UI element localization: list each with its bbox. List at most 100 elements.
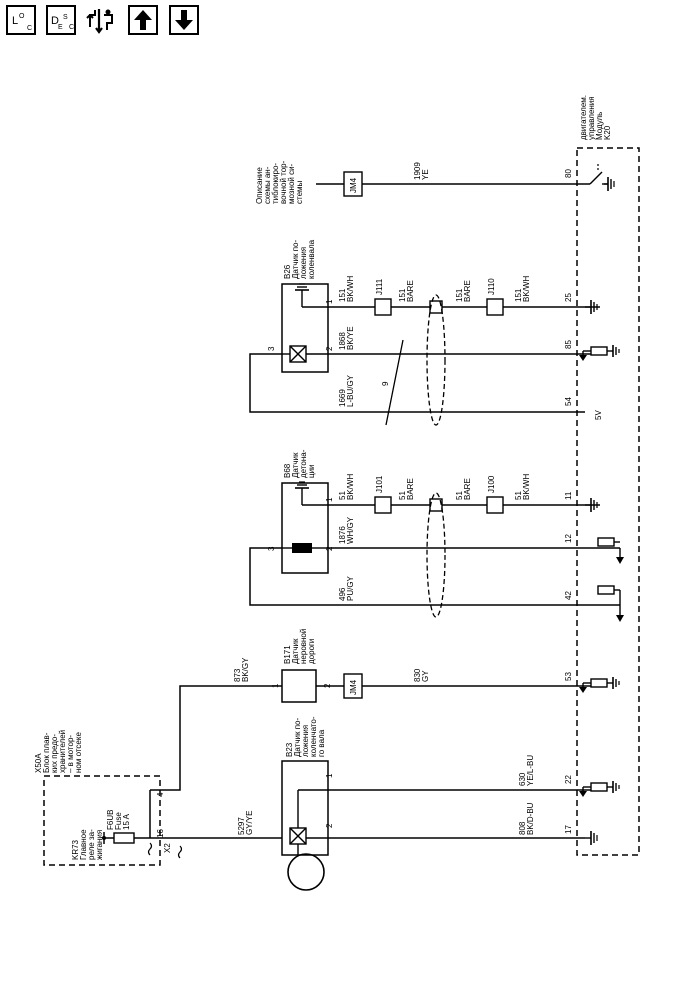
- toolbar: L O C D E S C: [0, 0, 260, 42]
- k20-pin-85-signal-symbol: [578, 344, 620, 362]
- wire-151b-number: 151: [398, 288, 407, 302]
- b23-pin-2: 2: [325, 823, 334, 828]
- j110-splice: [486, 298, 504, 316]
- wire-808-number: 808: [518, 821, 527, 835]
- b68-cable-shield: [426, 492, 446, 618]
- wire-151d-number: 151: [514, 288, 523, 302]
- j110-label: J110: [487, 278, 496, 295]
- wire-873-number: 873: [233, 668, 242, 682]
- location-button-label-o: O: [19, 13, 25, 20]
- j100-splice: [486, 496, 504, 514]
- wire-1669-number: 1669: [338, 389, 347, 407]
- wire-630-number: 630: [518, 772, 527, 786]
- b68-label: B68 Датчик детона- ции: [283, 449, 316, 478]
- location-button-label-c: C: [27, 25, 33, 32]
- wire-151d-color: BK/WH: [522, 276, 531, 302]
- wire-151a-color: BK/WH: [346, 276, 355, 302]
- wire-51-label-c: 51 BARE: [455, 478, 472, 500]
- b26-cable-shield: [426, 294, 446, 426]
- k20-module-label: K20 Модуль управления двигателем.: [579, 95, 612, 140]
- abs-desc-line-2: схемы ан-: [263, 166, 272, 204]
- x50a-fuse-block-outline: [43, 775, 161, 866]
- k20-label-line-2: Модуль: [595, 112, 604, 140]
- wire-51b-number: 51: [398, 491, 407, 500]
- k20-pin-80-switch: [589, 171, 603, 185]
- b171-label-line-3: неровной: [299, 629, 308, 664]
- wire-1909-number: 1909: [413, 162, 422, 180]
- b26-pin-1: 1: [325, 299, 334, 304]
- b26-pin-3: 3: [267, 346, 276, 351]
- wire-630-color: YE/L-BU: [526, 755, 535, 786]
- j101-label: J101: [375, 475, 384, 493]
- b23-label-line-3: ложения: [301, 725, 310, 757]
- f6ub-fuse-label: F6UB Fuse 15 A: [106, 810, 131, 830]
- page-up-button[interactable]: [128, 5, 158, 35]
- wire-1876-number: 1876: [338, 526, 347, 544]
- wire-151-label-b: 151 BARE: [398, 280, 415, 302]
- wire-51-label-d: 51 BK/WH: [514, 474, 531, 500]
- k20-pin-53-signal-symbol: [578, 676, 620, 694]
- k20-pin-22-signal-symbol: [578, 780, 620, 798]
- b23-reluctor-wheel: [287, 853, 325, 891]
- x50a-pin-16: 16: [156, 829, 165, 838]
- b23-label-line-1: B23: [285, 742, 294, 757]
- abs-desc-line-1: Описание: [255, 167, 264, 204]
- b171-label-line-4: дороги: [307, 639, 316, 664]
- wire-51c-color: BARE: [463, 478, 472, 500]
- b23-label-line-2: Датчик по-: [293, 718, 302, 757]
- b23-pin-1: 1: [325, 773, 334, 778]
- wire-51-label-a: 51 BK/WH: [338, 474, 355, 500]
- wire-630-label: 630 YE/L-BU: [518, 755, 535, 786]
- b68-label-line-3: детона-: [299, 449, 308, 478]
- abs-desc-line-3: тиблокиро-: [271, 163, 280, 204]
- wire-1868-color: BK/YE: [346, 326, 355, 350]
- x50a-label: X50A Блок плав- ких предо- хранителей – …: [34, 730, 83, 773]
- b68-piezo-element: [292, 543, 312, 553]
- kr73-label-line-2: Главное: [79, 829, 88, 860]
- b171-label-line-1: B171: [283, 645, 292, 664]
- description-button-label-c: C: [69, 24, 75, 31]
- abs-description-label: Описание схемы ан- тиблокиро- вочной тор…: [255, 160, 304, 204]
- description-button-label-e: E: [58, 24, 63, 31]
- wire-51d-number: 51: [514, 491, 523, 500]
- k20-pin-12-input-resistor: [597, 537, 615, 547]
- wire-808-label: 808 BK/D-BU: [518, 802, 535, 835]
- k20-module-outline: [576, 147, 640, 856]
- location-button-label-l: L: [12, 15, 19, 27]
- location-button[interactable]: L O C: [6, 5, 36, 35]
- page-down-button[interactable]: [169, 5, 199, 35]
- k20-label-line-1: K20: [603, 125, 612, 140]
- description-button[interactable]: D E S C: [46, 5, 76, 35]
- x50a-label-line-1: X50A: [34, 753, 43, 773]
- wire-830-color: GY: [421, 670, 430, 682]
- wire-1876-label: 1876 WH/GY: [338, 516, 355, 544]
- wire-1669-color: L-BU/GY: [346, 374, 355, 407]
- b26-shield-drain: [429, 300, 443, 314]
- f6ub-label-line-2: Fuse: [114, 812, 123, 830]
- k20-pin-17: 17: [564, 825, 573, 834]
- k20-5v-reference-label: 5V: [594, 410, 603, 420]
- b171-sensor-box: [281, 669, 317, 703]
- twisted-pair-number: 9: [381, 381, 390, 386]
- wire-1868-label: 1868 BK/YE: [338, 326, 355, 350]
- wire-51a-number: 51: [338, 491, 347, 500]
- k20-pin-22: 22: [564, 775, 573, 784]
- connector-info-icon: [86, 9, 113, 34]
- b26-internal-ground-icon: [294, 283, 310, 297]
- wire-51-label-b: 51 BARE: [398, 478, 415, 500]
- b68-label-line-1: B68: [283, 463, 292, 478]
- b26-pin-2: 2: [325, 346, 334, 351]
- wire-51d-color: BK/WH: [522, 474, 531, 500]
- b68-sensor-box: [281, 482, 329, 574]
- k20-pin-80-ground-icon: [601, 176, 615, 192]
- b23-label-line-5: го вала: [317, 729, 326, 757]
- k20-pin-53: 53: [564, 672, 573, 681]
- wire-151c-color: BARE: [463, 280, 472, 302]
- connector-info-button[interactable]: [86, 5, 116, 35]
- kr73-label-line-3: реле за-: [87, 829, 96, 860]
- arrow-up-icon: [134, 10, 152, 30]
- wire-51a-color: BK/WH: [346, 474, 355, 500]
- wire-1909-color: YE: [421, 169, 430, 180]
- b26-label-line-1: B26: [283, 264, 292, 279]
- b26-label-line-4: коленвала: [307, 239, 316, 279]
